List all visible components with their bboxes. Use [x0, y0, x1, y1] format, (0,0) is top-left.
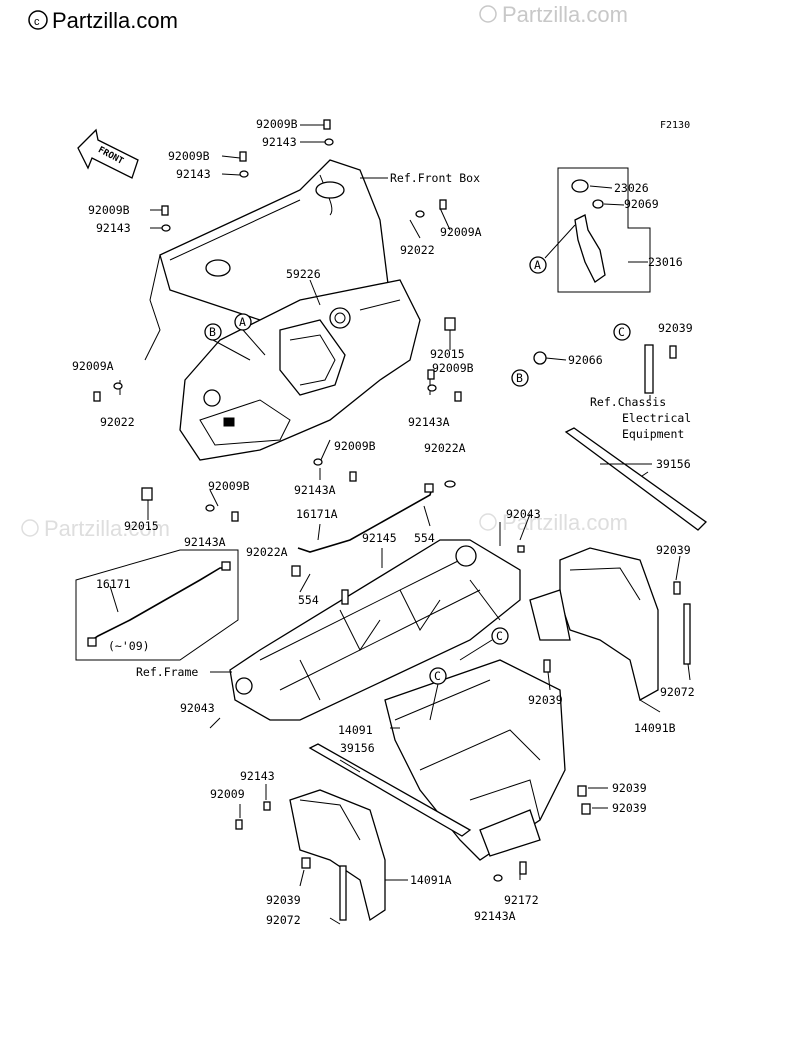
svg-text:C: C	[434, 669, 441, 683]
label-92009B: 92009B	[334, 439, 376, 453]
label-ref-front-box: Ref.Front Box	[390, 171, 480, 185]
label-92015: 92015	[124, 519, 159, 533]
label-14091: 14091	[338, 723, 373, 737]
label-92143A: 92143A	[294, 483, 336, 497]
svg-text:c: c	[34, 16, 40, 28]
watermark-top-right: Partzilla.com	[479, 2, 628, 27]
connector-b: B	[511, 351, 567, 387]
dashboard-panel-main	[179, 279, 421, 461]
callout-b-dash: B	[204, 323, 251, 361]
label-92009B: 92009B	[168, 149, 210, 163]
label-92172: 92172	[504, 893, 539, 907]
part-labels: 92009B 92143 92009B 92143 92009B 92143 R…	[72, 117, 695, 927]
label-554: 554	[414, 531, 435, 545]
label-92009A: 92009A	[440, 225, 482, 239]
label-92022A: 92022A	[424, 441, 466, 455]
svg-text:C: C	[618, 325, 625, 339]
seal-strip-lower	[308, 743, 472, 837]
label-92009: 92009	[210, 787, 245, 801]
label-14091A: 14091A	[410, 873, 452, 887]
label-92009A: 92009A	[72, 359, 114, 373]
dashboard-panel-upper	[144, 159, 391, 361]
watermark-text: Partzilla.com	[52, 8, 178, 33]
fender-right	[529, 547, 691, 713]
label-ref-chassis-3: Equipment	[622, 427, 684, 441]
watermark-faint-text: Partzilla.com	[502, 2, 628, 27]
label-ref-frame: Ref.Frame	[136, 665, 198, 679]
svg-text:A: A	[239, 315, 246, 329]
label-92039: 92039	[612, 801, 647, 815]
frame	[209, 522, 525, 729]
label-92143A: 92143A	[408, 415, 450, 429]
label-92066: 92066	[568, 353, 603, 367]
label-59226: 59226	[286, 267, 321, 281]
watermark-faint-text-3: Partzilla.com	[502, 510, 628, 535]
label-92072: 92072	[266, 913, 301, 927]
label-554: 554	[298, 593, 319, 607]
label-39156: 39156	[340, 741, 375, 755]
label-92069: 92069	[624, 197, 659, 211]
label-ref-chassis: Ref.Chassis	[590, 395, 666, 409]
label-92143A: 92143A	[474, 909, 516, 923]
label-92022: 92022	[100, 415, 135, 429]
label-92043: 92043	[506, 507, 541, 521]
label-92043: 92043	[180, 701, 215, 715]
svg-text:C: C	[496, 629, 503, 643]
watermark-faint-text-2: Partzilla.com	[44, 516, 170, 541]
switch-assembly-box: A	[529, 167, 651, 293]
cable-16171-box	[75, 549, 239, 661]
svg-text:B: B	[516, 371, 523, 385]
fastener-icons	[93, 119, 462, 522]
label-92039: 92039	[612, 781, 647, 795]
label-92039: 92039	[658, 321, 693, 335]
label-92009B: 92009B	[88, 203, 130, 217]
label-16171: 16171	[96, 577, 131, 591]
figure-code: F2130	[660, 120, 690, 131]
label-92145: 92145	[362, 531, 397, 545]
callout-a-dash: A	[234, 313, 266, 356]
front-arrow-icon: FRONT	[77, 128, 139, 179]
label-92022A: 92022A	[246, 545, 288, 559]
cable-16171A	[291, 480, 456, 577]
svg-text:B: B	[209, 325, 216, 339]
label-92009B: 92009B	[208, 479, 250, 493]
label-92143: 92143	[176, 167, 211, 181]
label-92039: 92039	[528, 693, 563, 707]
label-92015: 92015	[430, 347, 465, 361]
watermark-mid-right: Partzilla.com	[479, 510, 628, 535]
watermark-mid-left: Partzilla.com	[21, 516, 170, 541]
watermark-top-left: c Partzilla.com	[28, 8, 178, 33]
under-cover-center: C	[384, 659, 591, 882]
label-16171A: 16171A	[296, 507, 338, 521]
label-92022: 92022	[400, 243, 435, 257]
label-92009B: 92009B	[432, 361, 474, 375]
label-92143: 92143	[96, 221, 131, 235]
label-09: (~'09)	[108, 639, 150, 653]
label-92143: 92143	[240, 769, 275, 783]
seal-strip-upper	[564, 427, 708, 531]
label-39156: 39156	[656, 457, 691, 471]
label-92039: 92039	[656, 543, 691, 557]
label-92009B: 92009B	[256, 117, 298, 131]
label-92039: 92039	[266, 893, 301, 907]
label-14091B: 14091B	[634, 721, 676, 735]
label-92143A: 92143A	[184, 535, 226, 549]
label-23016: 23016	[648, 255, 683, 269]
svg-text:A: A	[534, 258, 541, 272]
connector-c: C	[613, 323, 677, 400]
label-92143: 92143	[262, 135, 297, 149]
fender-left	[235, 789, 408, 922]
label-92072: 92072	[660, 685, 695, 699]
label-23026: 23026	[614, 181, 649, 195]
callout-c-frame: C	[459, 627, 509, 661]
leader-lines-lower	[239, 463, 691, 925]
label-ref-chassis-2: Electrical	[622, 411, 691, 425]
